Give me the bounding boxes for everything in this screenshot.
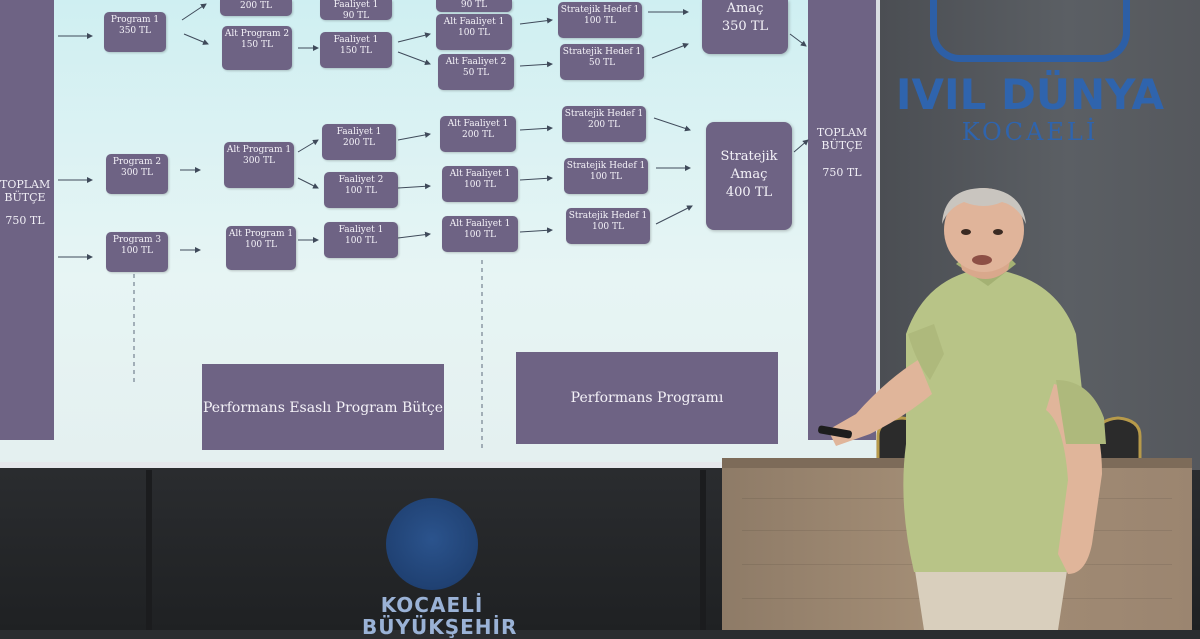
strategic-aim-node: Stratejik Amaç 400 TL [706,122,792,230]
brand-title: IVIL DÜNYA [895,70,1165,119]
brand-logo-icon [930,0,1130,62]
flow-arrows [58,3,809,448]
logo-line-1: KOCAELİ [380,593,484,617]
panel-seam [700,470,706,630]
brand-subtitle: KOCAELİ [961,118,1099,146]
sub-program-node-partial: 200 TL [220,0,292,16]
sub-activity-node-partial: 90 TL [436,0,512,12]
speaker [818,188,1106,630]
venue-brand: IVIL DÜNYA KOCAELİ [880,0,1180,170]
logo-line-2: BÜYÜKŞEHİR [362,615,518,639]
band-performance-program: Performans Programı [516,352,778,444]
projection-screen: TOPLAM BÜTÇE 750 TL TOPLAM BÜTÇE 750 TL [0,0,880,468]
band-performance-budget: Performans Esaslı Program Bütçe [202,364,444,450]
slide: TOPLAM BÜTÇE 750 TL TOPLAM BÜTÇE 750 TL [0,0,876,462]
municipality-logo: KOCAELİ BÜYÜKŞEHİR [362,498,516,638]
panel-seam [146,470,152,630]
strategic-aim-node: Amaç 350 TL [702,0,788,54]
right-total-bar [808,0,876,440]
municipality-emblem-icon [386,498,478,590]
left-total-label: TOPLAM BÜTÇE 750 TL [0,178,51,227]
left-total-bar [0,0,54,440]
right-total-label: TOPLAM BÜTÇE 750 TL [816,126,868,179]
